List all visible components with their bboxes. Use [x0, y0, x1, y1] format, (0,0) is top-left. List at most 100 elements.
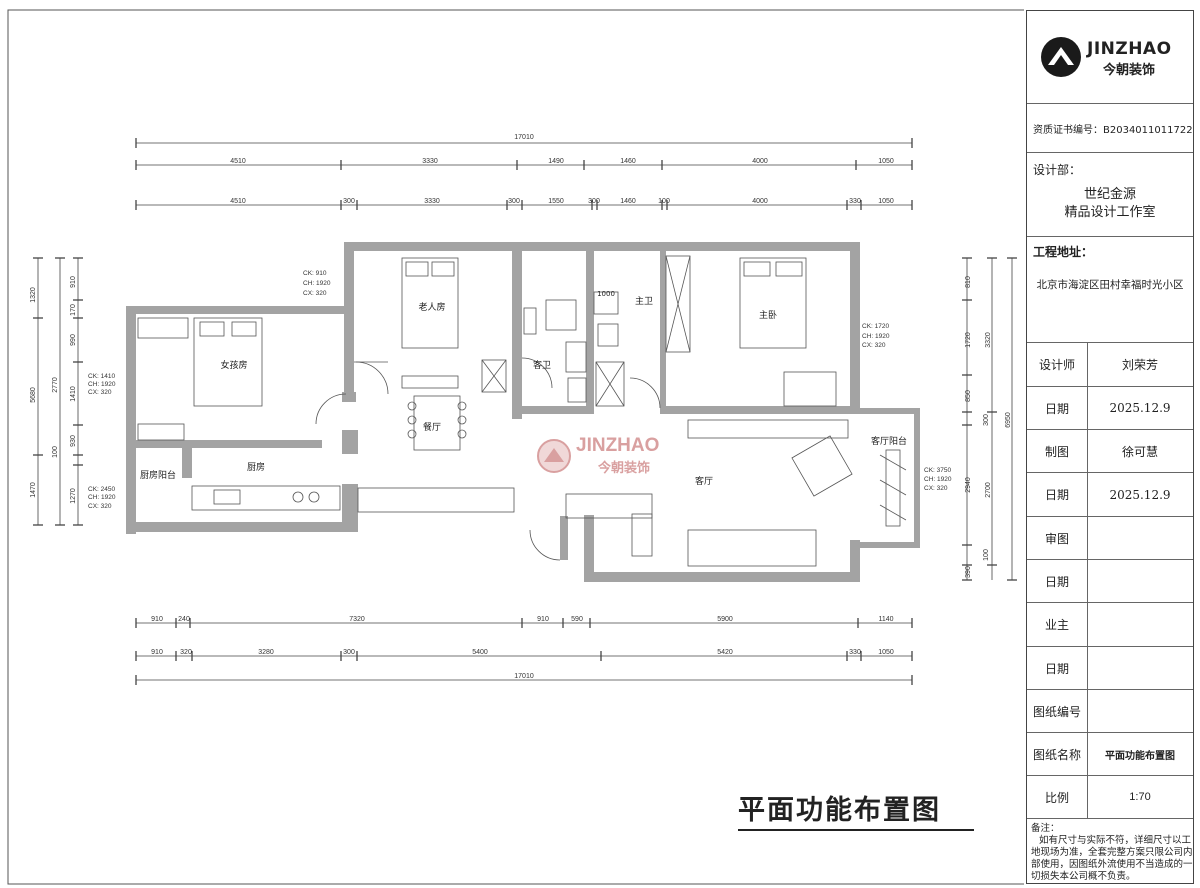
- svg-text:1470: 1470: [30, 482, 37, 498]
- svg-text:CH: 1920: CH: 1920: [303, 280, 331, 287]
- svg-text:4000: 4000: [752, 198, 768, 205]
- svg-text:1490: 1490: [548, 158, 564, 165]
- svg-text:4510: 4510: [230, 198, 246, 205]
- svg-text:CK: 1410: CK: 1410: [88, 373, 115, 380]
- svg-text:300: 300: [343, 198, 355, 205]
- svg-text:100: 100: [658, 198, 670, 205]
- svg-text:240: 240: [178, 616, 190, 623]
- svg-text:990: 990: [70, 334, 77, 346]
- svg-text:5420: 5420: [717, 649, 733, 656]
- drawing-number-row: 图纸编号: [1027, 690, 1193, 733]
- svg-text:1270: 1270: [70, 488, 77, 504]
- svg-text:CX: 320: CX: 320: [88, 389, 112, 396]
- floor-plan-drawing: 17010 4510 3330 1490 1460 4000 1050 4510…: [7, 9, 1024, 885]
- svg-text:CX: 320: CX: 320: [88, 503, 112, 510]
- svg-text:1460: 1460: [620, 198, 636, 205]
- svg-text:CK: 1720: CK: 1720: [862, 323, 889, 330]
- owner-row: 业主: [1027, 603, 1193, 647]
- cert-row: 资质证书编号：B2034011011722: [1027, 103, 1193, 153]
- svg-text:390: 390: [965, 566, 972, 578]
- room-labels: 女孩房 老人房 主卧 客卫 主卫 餐厅 客厅 客厅阳台 厨房阳台 厨房 1000: [140, 290, 907, 487]
- drawing-name-row: 图纸名称 平面功能布置图: [1027, 733, 1193, 776]
- svg-text:1550: 1550: [548, 198, 564, 205]
- date-row: 日期: [1027, 560, 1193, 603]
- dim-top-total: 17010: [514, 134, 534, 141]
- room-label-guest-bath: 客卫: [533, 359, 551, 371]
- svg-text:850: 850: [965, 390, 972, 402]
- svg-text:JINZHAO: JINZHAO: [576, 435, 659, 456]
- mountain-logo-icon: [1041, 37, 1081, 77]
- svg-text:CH: 1920: CH: 1920: [88, 381, 116, 388]
- drawing-title: 平面功能布置图: [738, 788, 974, 831]
- svg-text:4000: 4000: [752, 158, 768, 165]
- svg-text:100: 100: [52, 446, 59, 458]
- watermark: JINZHAO 今朝装饰: [537, 435, 659, 476]
- date-row: 日期: [1027, 647, 1193, 690]
- opening-specs: CK: 910 CH: 1920 CX: 320 CK: 1410 CH: 19…: [88, 270, 952, 510]
- svg-text:CK: 2450: CK: 2450: [88, 486, 115, 493]
- svg-text:CK: 3750: CK: 3750: [924, 467, 951, 474]
- company-logo: JINZHAO 今朝装饰: [1027, 11, 1193, 104]
- room-label-kitchen-balcony: 厨房阳台: [140, 469, 176, 481]
- svg-text:CH: 1920: CH: 1920: [88, 494, 116, 501]
- svg-text:910: 910: [70, 276, 77, 288]
- svg-text:910: 910: [537, 616, 549, 623]
- svg-text:CH: 1920: CH: 1920: [924, 476, 952, 483]
- svg-text:3280: 3280: [258, 649, 274, 656]
- svg-text:17010: 17010: [514, 673, 534, 680]
- room-label-balcony: 客厅阳台: [871, 435, 907, 447]
- svg-text:320: 320: [180, 649, 192, 656]
- elder-room-bed: [401, 257, 459, 349]
- walls: [126, 242, 920, 582]
- svg-text:3330: 3330: [424, 198, 440, 205]
- svg-text:330: 330: [849, 198, 861, 205]
- svg-text:CH: 1920: CH: 1920: [862, 333, 890, 340]
- svg-text:3320: 3320: [985, 332, 992, 348]
- svg-text:5900: 5900: [717, 616, 733, 623]
- scale-row: 比例 1:70: [1027, 776, 1193, 819]
- room-label-kitchen: 厨房: [247, 461, 265, 473]
- svg-text:170: 170: [70, 304, 77, 316]
- room-label-master: 主卧: [759, 309, 777, 321]
- designer-row: 设计师 刘荣芳: [1027, 343, 1193, 387]
- svg-text:6950: 6950: [1005, 412, 1012, 428]
- address-row: 工程地址： 北京市海淀区田村幸福时光小区: [1027, 237, 1193, 343]
- design-dept-row: 设计部： 世纪金源 精品设计工作室: [1027, 153, 1193, 237]
- svg-text:1140: 1140: [878, 616, 893, 623]
- svg-text:2700: 2700: [985, 482, 992, 498]
- svg-text:CX: 320: CX: 320: [862, 342, 886, 349]
- svg-text:7320: 7320: [349, 616, 365, 623]
- date-row: 日期 2025.12.9: [1027, 387, 1193, 430]
- svg-text:590: 590: [571, 616, 583, 623]
- svg-text:1050: 1050: [878, 198, 894, 205]
- tv-cabinet: [565, 493, 653, 519]
- living-sofa: [687, 529, 817, 567]
- dining-table: [413, 395, 461, 451]
- logo-text: JINZHAO: [1087, 39, 1172, 59]
- svg-text:1410: 1410: [70, 386, 77, 402]
- svg-text:1050: 1050: [878, 649, 894, 656]
- svg-text:1320: 1320: [30, 287, 37, 303]
- svg-text:1050: 1050: [878, 158, 894, 165]
- svg-text:300: 300: [983, 414, 990, 426]
- svg-text:810: 810: [965, 276, 972, 288]
- girl-room-bed: [193, 317, 263, 407]
- svg-text:910: 910: [151, 616, 163, 623]
- master-bed: [739, 257, 807, 349]
- title-block: JINZHAO 今朝装饰 资质证书编号：B2034011011722 设计部： …: [1026, 10, 1194, 884]
- svg-text:300: 300: [588, 198, 600, 205]
- svg-text:910: 910: [151, 649, 163, 656]
- svg-text:2770: 2770: [52, 377, 59, 393]
- logo-subtext: 今朝装饰: [1103, 63, 1156, 78]
- svg-text:5680: 5680: [30, 387, 37, 403]
- svg-text:CK: 910: CK: 910: [303, 270, 327, 277]
- date-row: 日期 2025.12.9: [1027, 473, 1193, 517]
- svg-text:100: 100: [983, 549, 990, 561]
- room-label-master-bath: 主卫: [635, 295, 653, 307]
- svg-text:5400: 5400: [472, 649, 488, 656]
- room-label-living: 客厅: [695, 475, 713, 487]
- svg-text:4510: 4510: [230, 158, 246, 165]
- svg-text:3330: 3330: [422, 158, 438, 165]
- svg-text:CX: 320: CX: 320: [924, 485, 948, 492]
- svg-text:1720: 1720: [965, 332, 972, 348]
